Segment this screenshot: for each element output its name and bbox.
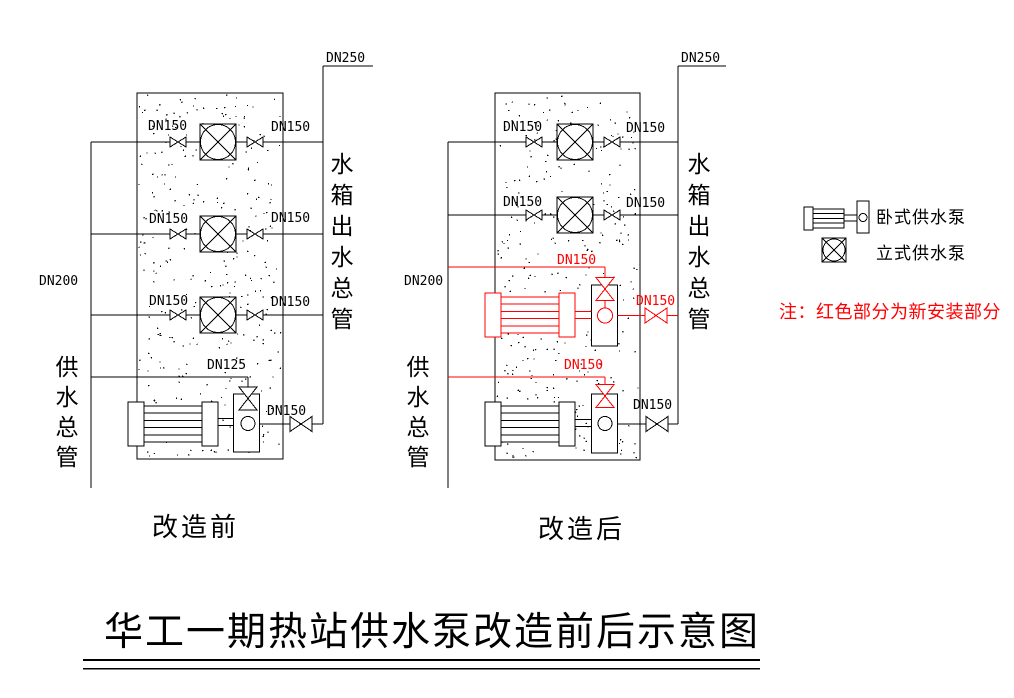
horizontal-pump-before (127, 386, 313, 453)
before-diagram (90, 65, 373, 488)
gate-valve-icon (525, 209, 543, 221)
vertical-pump-icon (556, 196, 594, 234)
supply-main-label-after: 供水总管 (403, 355, 428, 475)
after-diagram (447, 65, 726, 488)
supply-main-label-before: 供水总管 (52, 355, 77, 475)
pipe-size-label: DN150 (271, 211, 311, 226)
legend-horizontal-pump-label: 卧式供水泵 (876, 208, 966, 227)
legend-vertical-pump-label: 立式供水泵 (876, 244, 966, 263)
drawing-title: 华工一期热站供水泵改造前后示意图 (104, 611, 761, 654)
pressure-gauge-icon (597, 416, 613, 431)
vertical-pump-icon (199, 123, 237, 161)
horizontal-pump-icon (484, 401, 576, 447)
pipe-size-label-new: DN150 (557, 253, 597, 268)
pipe-size-label: DN125 (207, 358, 247, 373)
pipe-size-label-new: DN150 (636, 294, 676, 309)
pipe-size-label: DN150 (149, 212, 189, 227)
stipple-texture-before (138, 94, 282, 457)
gate-valve-icon (525, 136, 543, 148)
gate-valve-icon (246, 136, 264, 148)
vertical-pump-symbols-before (199, 123, 237, 334)
gate-valve-icon (603, 136, 621, 148)
pipe-size-label: DN150 (267, 404, 307, 419)
legend (803, 200, 870, 263)
gate-valve-icon (169, 309, 187, 321)
horizontal-pump-icon (127, 401, 219, 447)
tank-outlet-main-label-before: 水箱出水总管 (327, 152, 352, 338)
after-caption: 改造后 (538, 515, 626, 544)
vertical-pump-icon (556, 123, 594, 161)
pressure-gauge-icon (240, 416, 256, 431)
pump-room-box-after (494, 92, 641, 461)
pipe-size-label: DN200 (39, 274, 79, 289)
pipe-size-label: DN250 (326, 51, 366, 66)
horizontal-pump-after-existing (484, 284, 669, 454)
gate-valve-icon (246, 309, 264, 321)
pipe-size-label: DN150 (271, 120, 311, 135)
pipe-size-label: DN150 (503, 195, 543, 210)
new-installed-parts (448, 266, 678, 408)
vertical-pump-symbols-after (556, 123, 594, 234)
pipe-size-label: DN150 (626, 121, 666, 136)
gate-valve-icon (645, 416, 669, 432)
pipe-size-label: DN150 (633, 398, 673, 413)
gate-valve-icon (246, 228, 264, 240)
pressure-gauge-icon-new (597, 307, 613, 324)
pipe-size-label: DN150 (503, 120, 543, 135)
pipe-size-label: DN250 (681, 51, 721, 66)
pipe-size-label-new: DN150 (564, 358, 604, 373)
vertical-pump-icon (199, 215, 237, 253)
vertical-pump-icon (199, 296, 237, 334)
pipe-size-label: DN150 (148, 119, 188, 134)
legend-vertical-pump-icon (821, 237, 847, 263)
legend-horizontal-pump-icon (803, 200, 870, 234)
title-underline (83, 659, 760, 670)
gate-valve-icon-new (644, 307, 668, 324)
pipe-size-label: DN200 (404, 274, 444, 289)
pipe-size-label: DN150 (149, 294, 189, 309)
gate-valve-icon (169, 228, 187, 240)
pipe-size-label: DN150 (626, 196, 666, 211)
before-caption: 改造前 (152, 513, 240, 542)
legend-note: 注：红色部分为新安装部分 (779, 302, 1001, 322)
pipe-size-label: DN150 (271, 295, 311, 310)
pump-room-box-before (136, 92, 284, 460)
gate-valve-icon (603, 209, 621, 221)
horizontal-pump-icon-new (484, 292, 576, 338)
tank-outlet-main-label-after: 水箱出水总管 (684, 152, 709, 338)
gate-valve-icon (169, 136, 187, 148)
